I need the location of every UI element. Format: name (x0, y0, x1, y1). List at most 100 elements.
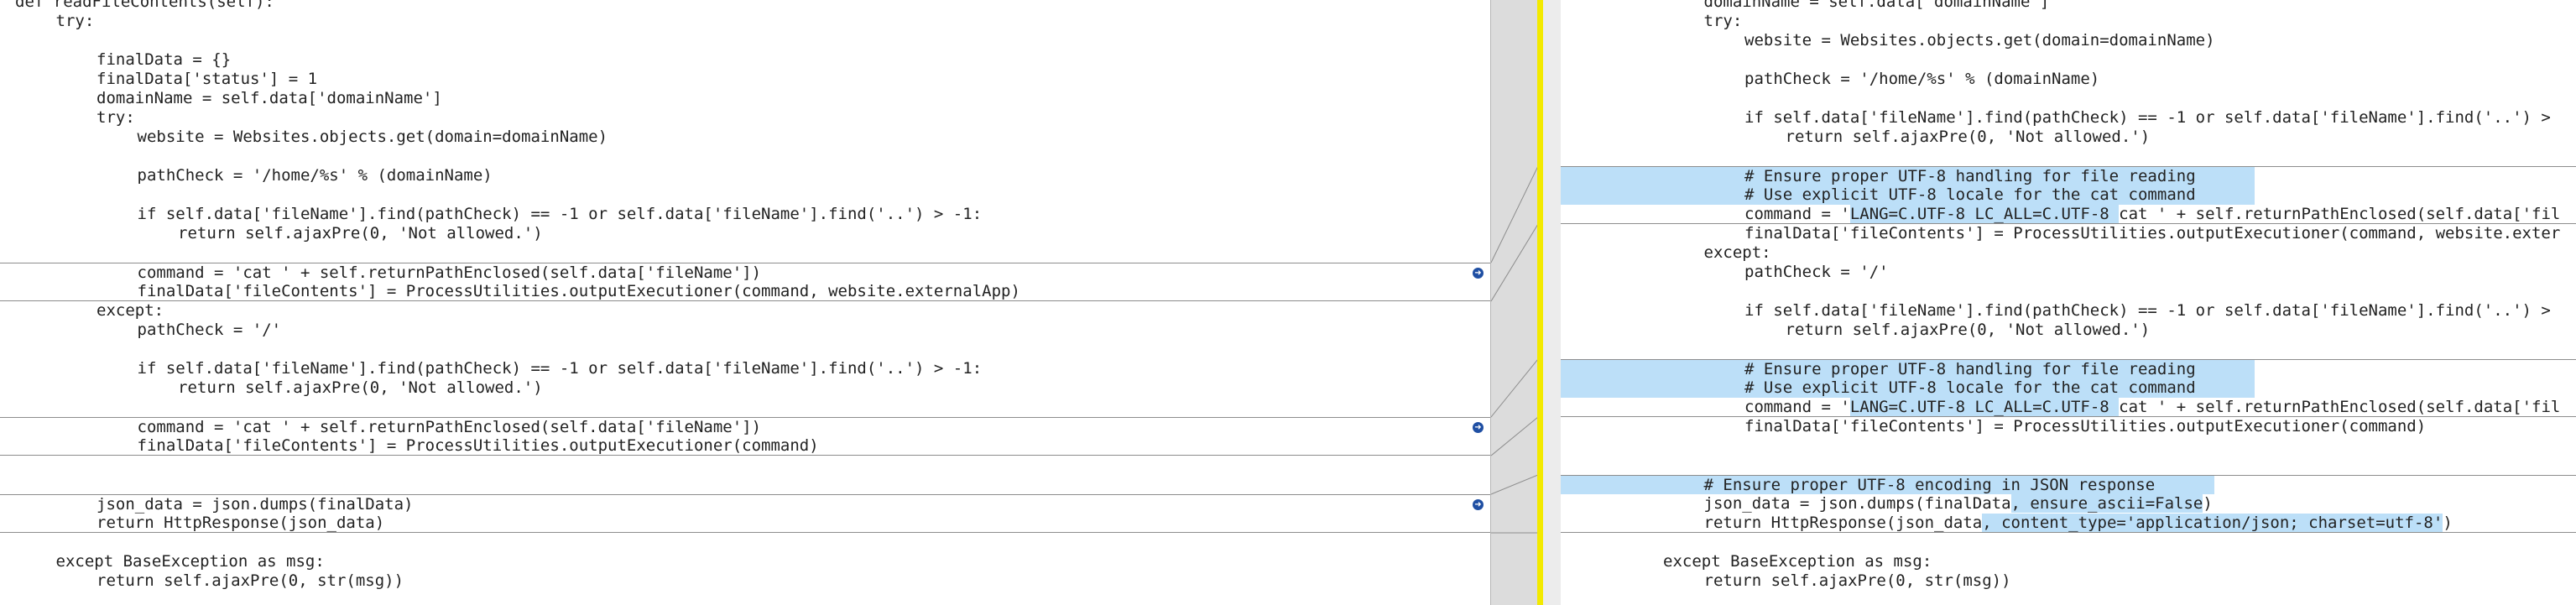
code-line[interactable] (0, 31, 1490, 50)
code-line[interactable] (1537, 89, 2576, 108)
code-segment: # Use explicit UTF-8 locale for the cat … (1744, 185, 2196, 204)
code-line[interactable] (1537, 340, 2576, 359)
code-line[interactable]: # Ensure proper UTF-8 handling for file … (1537, 166, 2576, 185)
code-line[interactable] (1537, 282, 2576, 301)
diff-connector-line (1491, 165, 1538, 263)
code-line[interactable]: finalData['status'] = 1 (0, 70, 1490, 89)
code-line[interactable] (1537, 456, 2576, 475)
code-line[interactable]: return self.ajaxPre(0, str(msg)) (1537, 571, 2576, 591)
code-line[interactable]: return self.ajaxPre(0, 'Not allowed.') (0, 378, 1490, 398)
code-line[interactable]: if self.data['fileName'].find(pathCheck)… (1537, 108, 2576, 128)
code-text: domainName = self.data['domainName'] (1704, 0, 2050, 12)
code-line[interactable]: finalData = {} (0, 50, 1490, 70)
code-line[interactable] (0, 456, 1490, 475)
code-text: def readFileContents(self): (15, 0, 274, 11)
code-segment: command = ' (1744, 398, 1850, 416)
code-line[interactable]: command = 'cat ' + self.returnPathEnclos… (0, 263, 1490, 282)
copy-change-right-icon[interactable]: ➜ (1473, 422, 1484, 433)
code-text: except: (1704, 243, 1771, 263)
code-line[interactable]: finalData['fileContents'] = ProcessUtili… (1537, 417, 2576, 436)
code-line[interactable]: except BaseException as msg: (0, 552, 1490, 571)
left-file-pane[interactable]: def readFileContents(self):try:finalData… (0, 0, 1490, 605)
code-line[interactable]: try: (0, 108, 1490, 128)
code-line[interactable]: finalData['fileContents'] = ProcessUtili… (1537, 224, 2576, 243)
code-segment: pathCheck = '/home/%s' % (domainName) (1744, 70, 2100, 88)
code-line[interactable]: return self.ajaxPre(0, 'Not allowed.') (1537, 321, 2576, 340)
code-line[interactable]: except: (0, 301, 1490, 321)
code-text: finalData['fileContents'] = ProcessUtili… (1744, 224, 2560, 243)
code-line[interactable]: # Use explicit UTF-8 locale for the cat … (1537, 378, 2576, 398)
code-line[interactable] (0, 533, 1490, 552)
diff-connector-line (1491, 358, 1538, 418)
code-line[interactable] (1537, 533, 2576, 552)
code-text: return self.ajaxPre(0, 'Not allowed.') (1786, 321, 2151, 340)
code-segment: except BaseException as msg: (1663, 552, 1932, 571)
code-line[interactable]: except BaseException as msg: (1537, 552, 2576, 571)
code-line[interactable]: website = Websites.objects.get(domain=do… (0, 128, 1490, 147)
code-text: return self.ajaxPre(0, str(msg)) (96, 571, 404, 590)
code-line[interactable]: command = 'cat ' + self.returnPathEnclos… (0, 417, 1490, 436)
code-line[interactable] (0, 147, 1490, 166)
code-line[interactable]: try: (1537, 12, 2576, 31)
code-line[interactable]: if self.data['fileName'].find(pathCheck)… (0, 359, 1490, 378)
code-line[interactable] (0, 398, 1490, 417)
code-line[interactable]: finalData['fileContents'] = ProcessUtili… (0, 436, 1490, 456)
code-line[interactable]: pathCheck = '/' (1537, 263, 2576, 282)
code-text: return self.ajaxPre(0, 'Not allowed.') (1786, 128, 2151, 147)
code-line[interactable]: pathCheck = '/home/%s' % (domainName) (1537, 70, 2576, 89)
code-text: pathCheck = '/home/%s' % (domainName) (1744, 70, 2099, 89)
code-text: website = Websites.objects.get(domain=do… (1744, 31, 2215, 50)
code-line[interactable]: command = 'LANG=C.UTF-8 LC_ALL=C.UTF-8 c… (1537, 205, 2576, 224)
code-text: json_data = json.dumps(finalData, ensure… (1704, 494, 2213, 514)
code-segment: ) (2203, 494, 2213, 513)
code-line[interactable]: domainName = self.data['domainName'] (1537, 0, 2576, 12)
code-line[interactable] (0, 243, 1490, 263)
code-line[interactable]: pathCheck = '/home/%s' % (domainName) (0, 166, 1490, 185)
code-line[interactable]: except: (1537, 243, 2576, 263)
code-text: return self.ajaxPre(0, str(msg)) (1704, 571, 2011, 591)
code-text: return self.ajaxPre(0, 'Not allowed.') (178, 378, 543, 397)
code-line[interactable]: # Ensure proper UTF-8 handling for file … (1537, 359, 2576, 378)
code-line[interactable]: if self.data['fileName'].find(pathCheck)… (1537, 301, 2576, 321)
code-line[interactable] (1537, 436, 2576, 456)
code-line[interactable]: command = 'LANG=C.UTF-8 LC_ALL=C.UTF-8 c… (1537, 398, 2576, 417)
copy-change-right-icon[interactable]: ➜ (1473, 499, 1484, 510)
code-line[interactable]: return HttpResponse(json_data) (0, 514, 1490, 533)
code-line[interactable] (1537, 50, 2576, 70)
code-text: return HttpResponse(json_data) (96, 514, 385, 532)
code-line[interactable] (0, 340, 1490, 359)
code-text: try: (96, 108, 135, 127)
code-line[interactable]: finalData['fileContents'] = ProcessUtili… (0, 282, 1490, 301)
right-file-pane[interactable]: domainName = self.data['domainName']try:… (1537, 0, 2576, 605)
code-text: # Ensure proper UTF-8 handling for file … (1744, 360, 2196, 379)
inline-change-highlight: LANG=C.UTF-8 LC_ALL=C.UTF-8 (1849, 205, 2120, 223)
code-line[interactable] (0, 475, 1490, 494)
code-line[interactable]: json_data = json.dumps(finalData, ensure… (1537, 494, 2576, 514)
code-line[interactable]: pathCheck = '/' (0, 321, 1490, 340)
code-segment: if self.data['fileName'].find(pathCheck)… (1744, 108, 2551, 127)
code-text: finalData['status'] = 1 (96, 70, 318, 88)
code-line[interactable] (0, 185, 1490, 205)
code-segment: # Use explicit UTF-8 locale for the cat … (1744, 378, 2196, 397)
code-segment: cat ' + self.returnPathEnclosed(self.dat… (2119, 205, 2561, 223)
code-line[interactable]: return HttpResponse(json_data, content_t… (1537, 514, 2576, 533)
code-line[interactable]: return self.ajaxPre(0, str(msg)) (0, 571, 1490, 591)
code-line[interactable]: domainName = self.data['domainName'] (0, 89, 1490, 108)
code-text: finalData['fileContents'] = ProcessUtili… (137, 436, 819, 455)
code-line[interactable]: if self.data['fileName'].find(pathCheck)… (0, 205, 1490, 224)
code-segment: return self.ajaxPre(0, 'Not allowed.') (1785, 321, 2151, 339)
code-text: try: (55, 12, 95, 30)
code-line[interactable]: def readFileContents(self): (0, 0, 1490, 12)
code-line[interactable]: return self.ajaxPre(0, 'Not allowed.') (1537, 128, 2576, 147)
code-text: return HttpResponse(json_data, content_t… (1704, 514, 2453, 533)
code-line[interactable]: # Ensure proper UTF-8 encoding in JSON r… (1537, 475, 2576, 494)
code-line[interactable] (1537, 147, 2576, 166)
code-line[interactable]: return self.ajaxPre(0, 'Not allowed.') (0, 224, 1490, 243)
copy-change-right-icon[interactable]: ➜ (1473, 268, 1484, 279)
code-line[interactable]: json_data = json.dumps(finalData)➜ (0, 494, 1490, 514)
code-line[interactable]: try: (0, 12, 1490, 31)
code-line[interactable]: website = Websites.objects.get(domain=do… (1537, 31, 2576, 50)
code-segment: pathCheck = '/' (1744, 263, 1889, 281)
diff-connector-line (1491, 223, 1538, 302)
code-line[interactable]: # Use explicit UTF-8 locale for the cat … (1537, 185, 2576, 205)
